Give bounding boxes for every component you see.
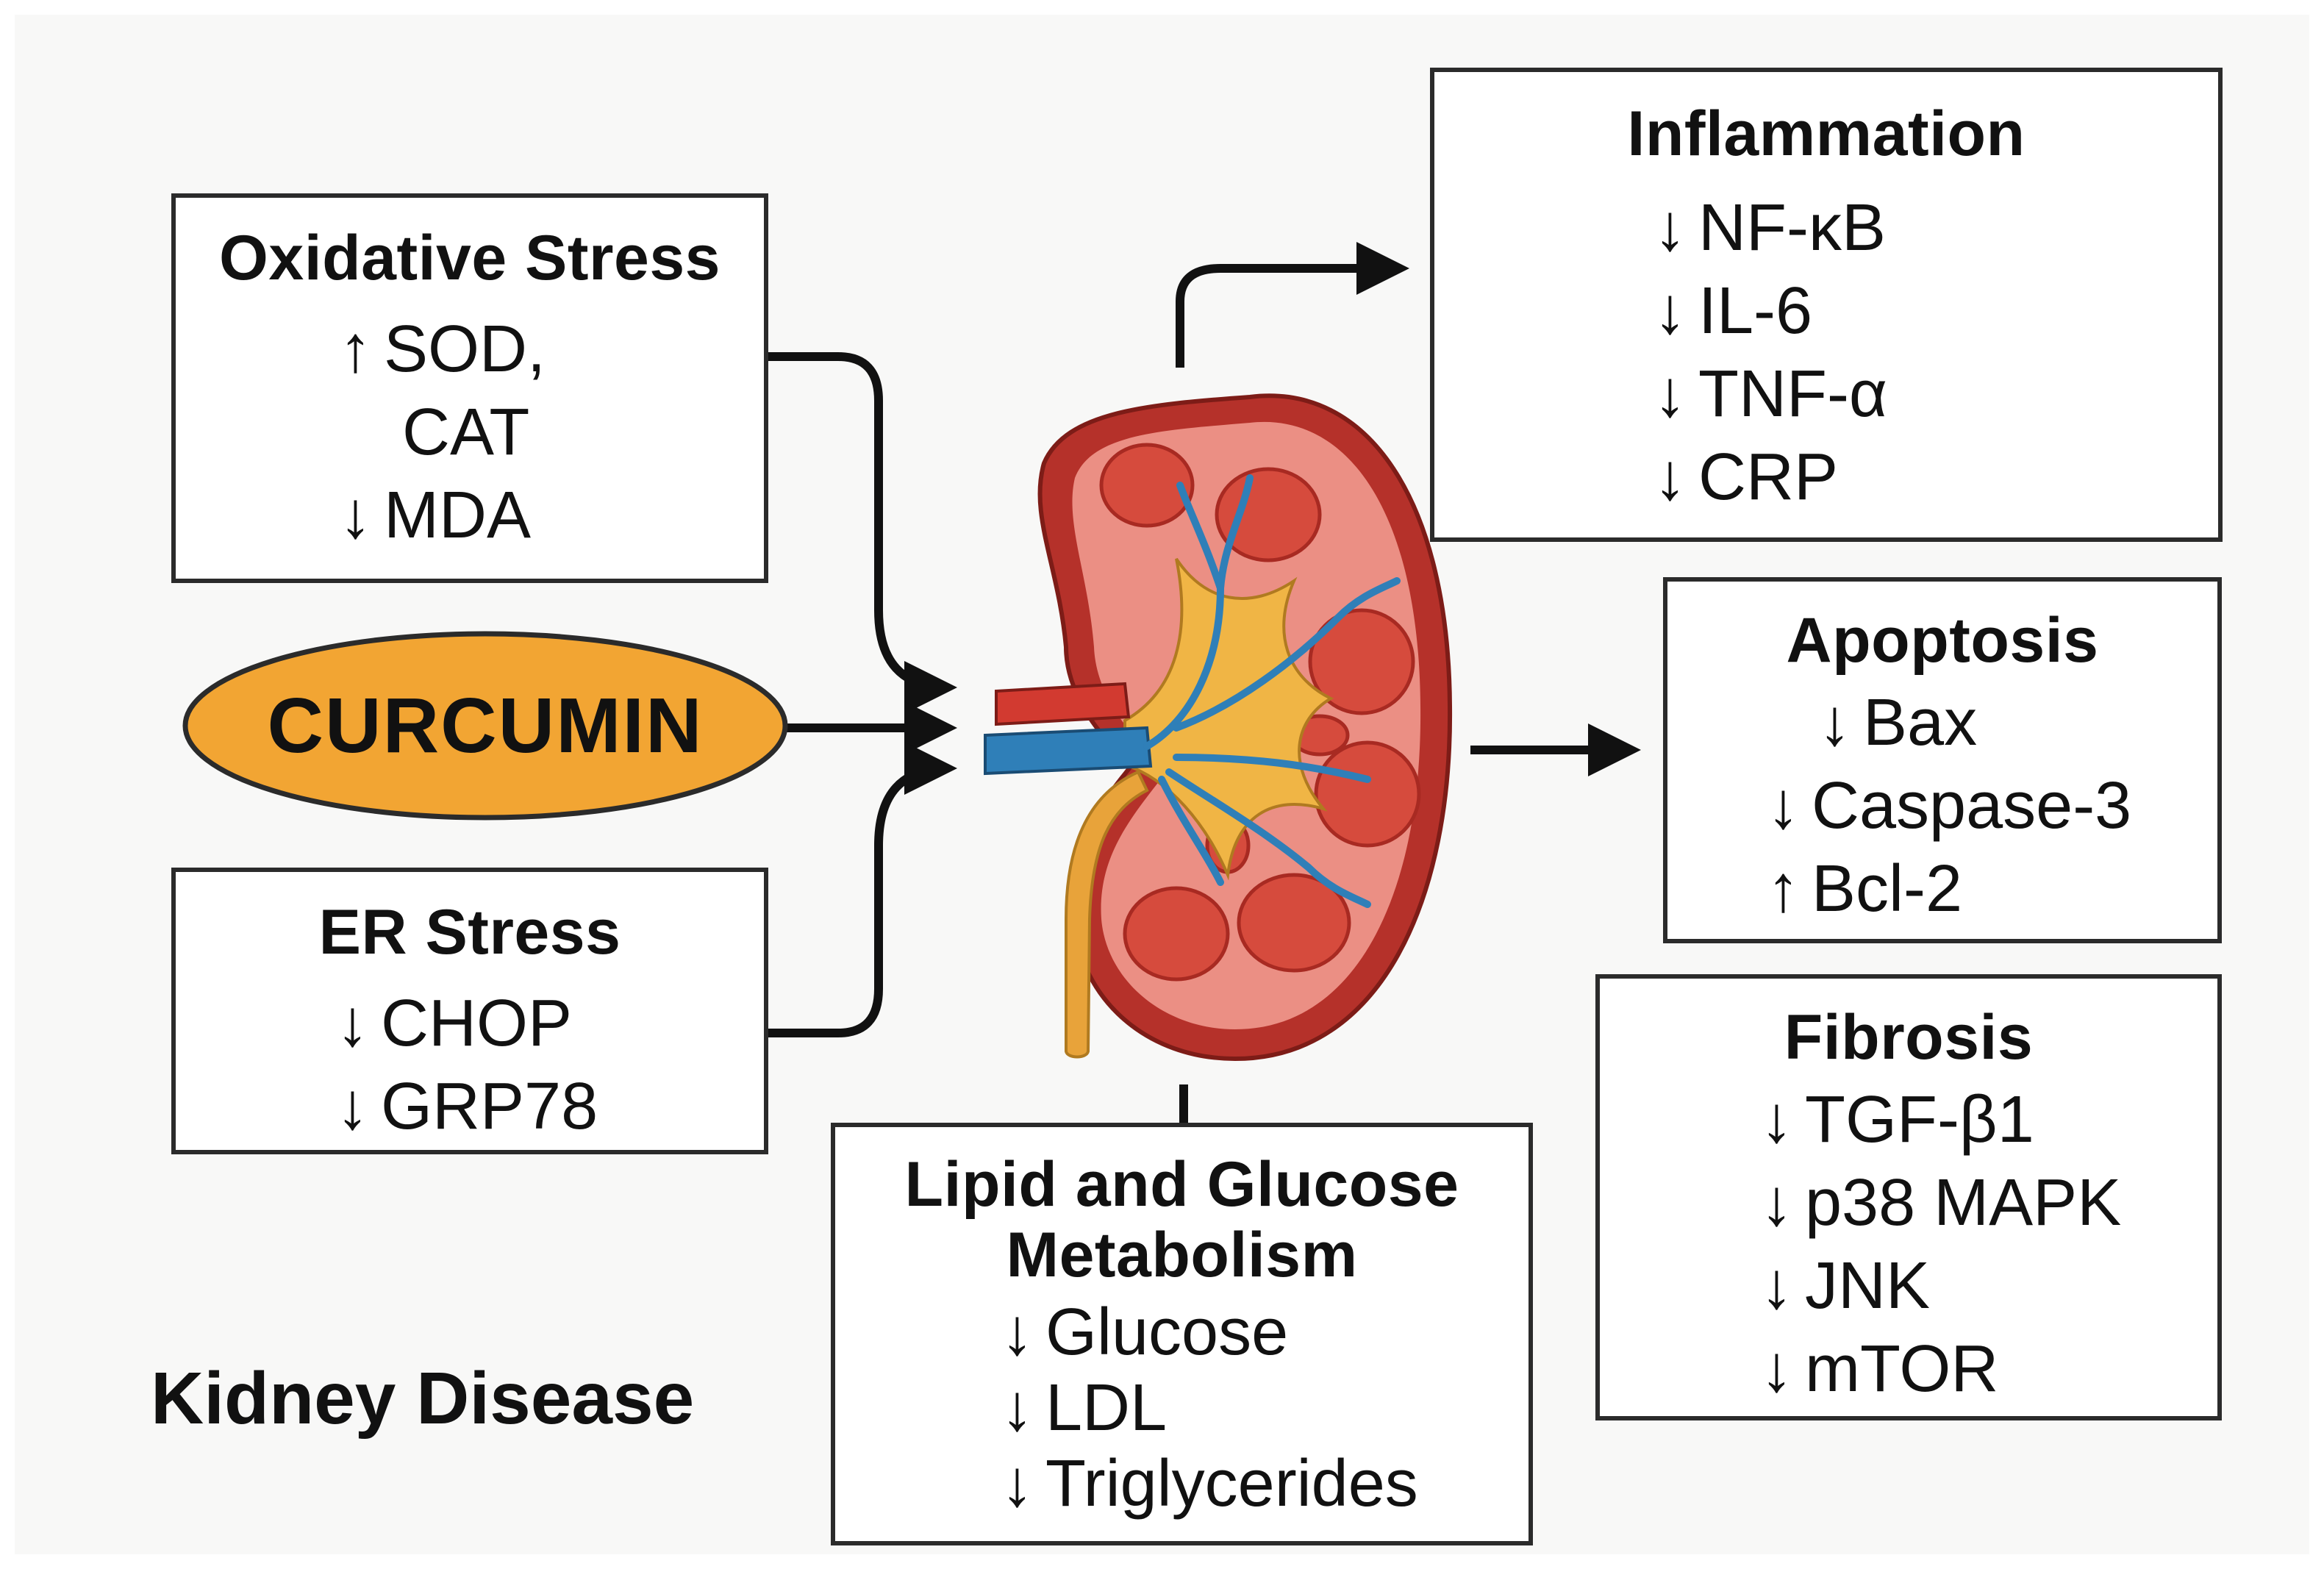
list-item: ↓Triglycerides <box>1001 1447 1418 1520</box>
list-item: ↓TGF-β1 <box>1760 1083 2034 1157</box>
lipid-glucose-metabolism-box: Lipid and Glucose Metabolism ↓Glucose ↓L… <box>831 1123 1533 1545</box>
oxidative-stress-box: Oxidative Stress ↑SOD, CAT ↓MDA <box>171 193 768 583</box>
list-item: ↓p38 MAPK <box>1760 1166 2122 1240</box>
apoptosis-box: Apoptosis ↓Bax ↓Caspase-3 ↑Bcl-2 <box>1663 577 2222 943</box>
arrow-up-icon: ↑ <box>339 312 372 386</box>
oxidative-stress-title: Oxidative Stress <box>218 223 721 293</box>
arrow-up-icon: ↑ <box>1767 852 1800 926</box>
list-item: ↓CRP <box>1653 440 1839 514</box>
er-stress-box: ER Stress ↓CHOP ↓GRP78 <box>171 868 768 1154</box>
list-item: ↓MDA <box>339 479 531 552</box>
arrow-down-icon: ↓ <box>339 479 372 552</box>
arrow-down-icon: ↓ <box>1760 1249 1793 1323</box>
arrow-down-icon: ↓ <box>336 987 369 1060</box>
page-title: Kidney Disease <box>151 1357 695 1440</box>
curcumin-label: CURCUMIN <box>267 682 704 769</box>
arrow-down-icon: ↓ <box>1001 1295 1034 1369</box>
arrow-down-icon: ↓ <box>1001 1447 1034 1520</box>
list-item: ↑Bcl-2 <box>1767 852 1963 926</box>
fibrosis-title: Fibrosis <box>1784 1002 2034 1073</box>
list-item: ↑SOD, <box>339 312 546 386</box>
arrow-down-icon: ↓ <box>1653 357 1687 431</box>
metabolism-title-line1: Lipid and Glucose <box>904 1149 1459 1220</box>
list-item: ↓mTOR <box>1760 1332 1999 1406</box>
arrow-down-icon: ↓ <box>336 1070 369 1143</box>
arrow-down-icon: ↓ <box>1760 1332 1793 1406</box>
list-item: ↓CHOP <box>336 987 573 1060</box>
apoptosis-title: Apoptosis <box>1786 605 2099 676</box>
er-stress-title: ER Stress <box>318 897 621 968</box>
list-item: ↓JNK <box>1760 1249 1931 1323</box>
fibrosis-box: Fibrosis ↓TGF-β1 ↓p38 MAPK ↓JNK ↓mTOR <box>1595 974 2222 1420</box>
list-item: CAT <box>402 396 530 469</box>
arrow-oxidative-to-kidney <box>765 352 957 714</box>
arrow-down-icon: ↓ <box>1818 686 1851 760</box>
arrow-down-icon: ↓ <box>1767 769 1800 843</box>
arrow-kidney-to-inflammation <box>1176 242 1409 368</box>
list-item: ↓Caspase-3 <box>1767 769 2132 843</box>
inflammation-box: Inflammation ↓NF-κB ↓IL-6 ↓TNF-α ↓CRP <box>1430 68 2223 542</box>
arrow-down-icon: ↓ <box>1760 1083 1793 1157</box>
list-item: ↓NF-κB <box>1653 191 1886 265</box>
arrow-down-icon: ↓ <box>1653 440 1687 514</box>
list-item: ↓Bax <box>1818 686 1978 760</box>
metabolism-title-line2: Metabolism <box>1006 1220 1358 1290</box>
arrow-down-icon: ↓ <box>1001 1371 1034 1445</box>
arrow-down-icon: ↓ <box>1653 191 1687 265</box>
list-item: ↓IL-6 <box>1653 274 1813 348</box>
list-item: ↓Glucose <box>1001 1295 1289 1369</box>
list-item: ↓GRP78 <box>336 1070 598 1143</box>
list-item: ↓TNF-α <box>1653 357 1887 431</box>
list-item: ↓LDL <box>1001 1371 1168 1445</box>
arrow-down-icon: ↓ <box>1653 274 1687 348</box>
arrow-er-to-kidney <box>765 742 957 1037</box>
inflammation-title: Inflammation <box>1627 99 2026 169</box>
arrow-down-icon: ↓ <box>1760 1166 1793 1240</box>
